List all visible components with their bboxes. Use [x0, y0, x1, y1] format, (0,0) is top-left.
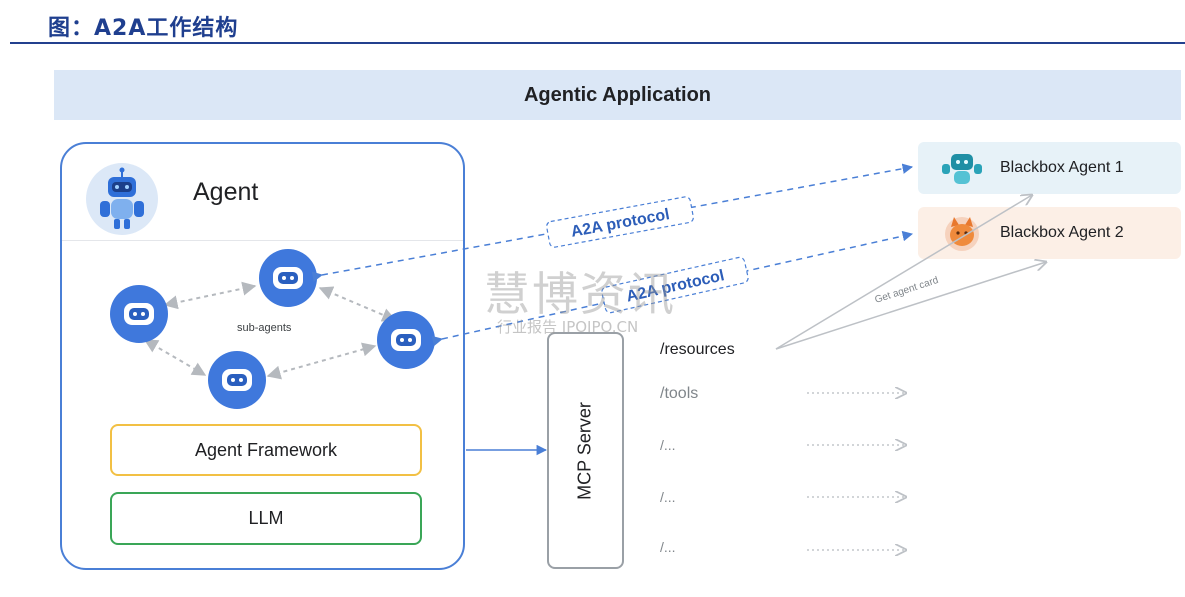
blackbox-agent-2-label: Blackbox Agent 2 — [1000, 224, 1124, 241]
subagent-robot-icon — [259, 249, 317, 307]
blackbox-agent-2: Blackbox Agent 2 — [918, 207, 1181, 259]
agentic-application-bar: Agentic Application — [54, 70, 1181, 120]
mcp-resource-other-3: /... — [660, 539, 676, 555]
subagent-robot-icon — [208, 351, 266, 409]
subagent-links — [143, 281, 397, 380]
mcp-resource-tools: /tools — [660, 385, 699, 402]
blackbox-agent-1: Blackbox Agent 1 — [918, 142, 1181, 194]
title-rule — [10, 42, 1185, 44]
robot-teal-icon — [942, 154, 982, 184]
agent-title: Agent — [193, 178, 259, 206]
mcp-resource-other-1: /... — [660, 437, 676, 453]
resource-dotted-arrows — [807, 393, 906, 550]
mcp-server-box — [547, 332, 624, 569]
agent-header-divider — [62, 240, 463, 241]
subagent-robot-icon — [110, 285, 168, 343]
a2a-protocol-label-1: A2A protocol — [546, 196, 694, 248]
blackbox-agent-1-label: Blackbox Agent 1 — [1000, 159, 1124, 176]
subagent-robot-icon — [377, 311, 435, 369]
watermark-sub: 行业报告 IPOIPO.CN — [497, 318, 639, 336]
agent-framework-box: Agent Framework — [110, 424, 422, 476]
agent-robot-icon — [86, 163, 158, 235]
llm-box: LLM — [110, 492, 422, 545]
get-agent-card-label: Get agent card — [874, 275, 940, 306]
mcp-resource-other-2: /... — [660, 489, 676, 505]
figure-title: 图：A2A工作结构 — [48, 16, 239, 41]
subagents-label: sub-agents — [237, 322, 292, 334]
agent-card-links — [775, 195, 1046, 350]
watermark-logo: 慧博资讯 — [484, 267, 676, 321]
